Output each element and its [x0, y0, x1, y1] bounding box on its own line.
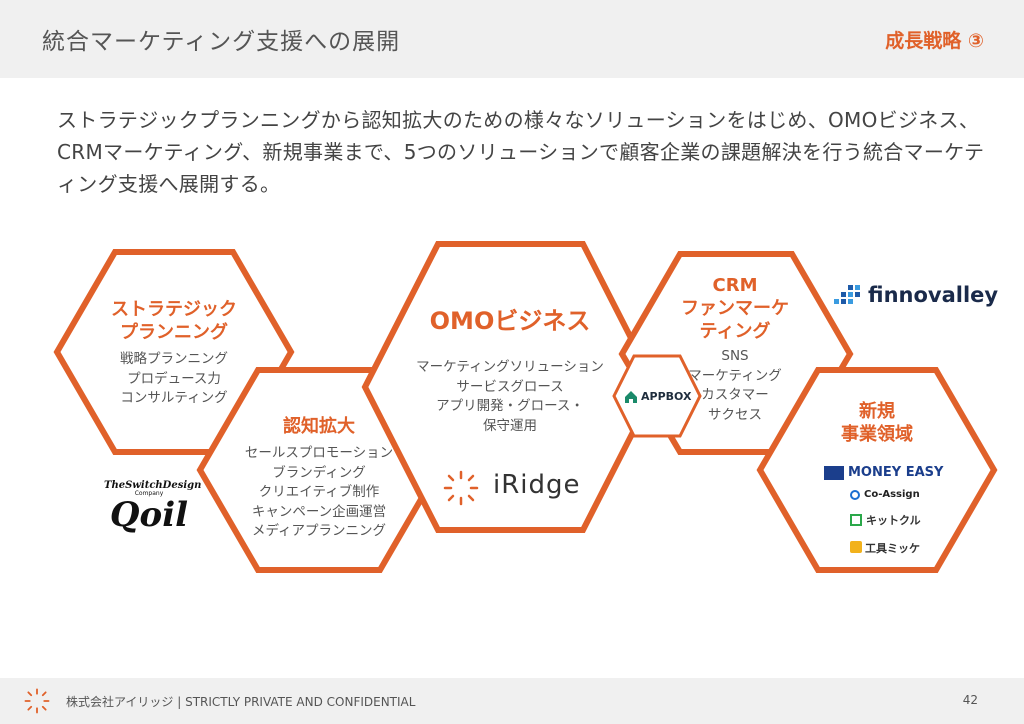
iridge-wordmark: iRidge [493, 470, 581, 500]
footer-company: 株式会社アイリッジ | STRICTLY PRIVATE AND CONFIDE… [66, 695, 416, 709]
hex-strategic-title: ストラテジック プランニング [94, 298, 254, 344]
hex-strategic-title-line1: ストラテジック [111, 299, 237, 320]
list-item: SNS [721, 348, 749, 364]
list-item: セールスプロモーション [244, 445, 394, 461]
hex-crm-text: CRM ファンマーケ ティング SNS マーケティング カスタマー サクセス [670, 274, 800, 425]
header-bar: 統合マーケティング支援への展開 成長戦略 ③ [0, 0, 1024, 78]
hex-omo-text: OMOビジネス マーケティングソリューション サービスグロース アプリ開発・グロ… [400, 306, 620, 436]
list-item: マーケティングソリューション [416, 359, 604, 375]
list-item: サービスグロース [456, 378, 564, 395]
list-item: ブランディング [272, 464, 366, 481]
qoil-logo-sub: Company [134, 490, 164, 497]
list-item: カスタマー [701, 387, 769, 403]
list-item: クリエイティブ制作 [258, 484, 380, 500]
hex-strategic [53, 249, 295, 455]
list-item: コンサルティング [120, 390, 228, 406]
hex-crm-title-line2: ファンマーケ [681, 298, 789, 319]
hex-newbiz-text: 新規 事業領域 [817, 400, 937, 446]
iridge-logo: iRidge [443, 468, 603, 508]
company-logo-icon [24, 688, 50, 714]
hex-newbiz-title-line1: 新規 [859, 401, 895, 422]
hex-newbiz-title-line2: 事業領域 [841, 424, 913, 445]
finnovalley-mark-icon [834, 285, 860, 304]
finnovalley-wordmark: finnovalley [868, 283, 999, 307]
appbox-house-icon [625, 391, 637, 403]
section-tag: 成長戦略 ③ [885, 30, 984, 52]
hex-omo-title: OMOビジネス [429, 307, 591, 335]
hex-awareness-title: 認知拡大 [283, 416, 355, 437]
list-item: サクセス [708, 406, 762, 423]
hex-strategic-list: 戦略プランニング プロデュース力 コンサルティング [94, 350, 254, 409]
kougu-wordmark: 工具ミッケ [865, 542, 920, 555]
kougu-mark-icon [850, 541, 862, 553]
list-item: メディアプランニング [251, 523, 387, 539]
hex-crm-title-line1: CRM [712, 275, 758, 296]
hex-awareness-list: セールスプロモーション ブランディング クリエイティブ制作 キャンペーン企画運営… [229, 444, 409, 542]
page-title: 統合マーケティング支援への展開 [42, 29, 401, 55]
list-item: キャンペーン企画運営 [251, 503, 387, 520]
qoil-logo: TheSwitchDesign Company Qoil [104, 480, 202, 535]
list-item: アプリ開発・グロース・ [436, 398, 584, 414]
appbox-wordmark: APPBOX [641, 390, 692, 403]
kitcul-mark-icon [850, 514, 862, 526]
list-item: 保守運用 [483, 417, 537, 434]
qoil-logo-top: TheSwitchDesign [104, 480, 202, 491]
list-item: マーケティング [688, 367, 782, 384]
hex-newbiz [756, 367, 998, 573]
moneyeasy-wordmark: MONEY EASY [848, 465, 944, 480]
coassign-mark-icon [850, 490, 860, 500]
qoil-logo-main: Qoil [109, 495, 189, 535]
hex-awareness-text: 認知拡大 セールスプロモーション ブランディング クリエイティブ制作 キャンペー… [229, 415, 409, 542]
moneyeasy-mark-icon [824, 466, 844, 480]
hex-strategic-text: ストラテジック プランニング 戦略プランニング プロデュース力 コンサルティング [94, 298, 254, 409]
lead-text: ストラテジックプランニングから認知拡大のための様々なソリューションをはじめ、OM… [57, 108, 985, 196]
hex-crm-title: CRM ファンマーケ ティング [670, 274, 800, 343]
hex-strategic-title-line2: プランニング [120, 322, 228, 343]
hex-crm-list: SNS マーケティング カスタマー サクセス [670, 347, 800, 425]
hex-omo-list: マーケティングソリューション サービスグロース アプリ開発・グロース・ 保守運用 [400, 358, 620, 436]
hex-crm-title-line3: ティング [699, 321, 771, 342]
hex-appbox [612, 354, 702, 438]
list-item: 戦略プランニング [120, 351, 228, 367]
kitcul-wordmark: キットクル [866, 514, 921, 527]
iridge-mark-icon [443, 470, 479, 506]
list-item: プロデュース力 [127, 370, 221, 387]
footer-bar: 株式会社アイリッジ | STRICTLY PRIVATE AND CONFIDE… [0, 678, 1024, 724]
page-number: 42 [962, 693, 978, 707]
coassign-wordmark: Co-Assign [864, 489, 920, 500]
finnovalley-logo: finnovalley [834, 283, 998, 313]
hex-newbiz-title: 新規 事業領域 [817, 400, 937, 446]
